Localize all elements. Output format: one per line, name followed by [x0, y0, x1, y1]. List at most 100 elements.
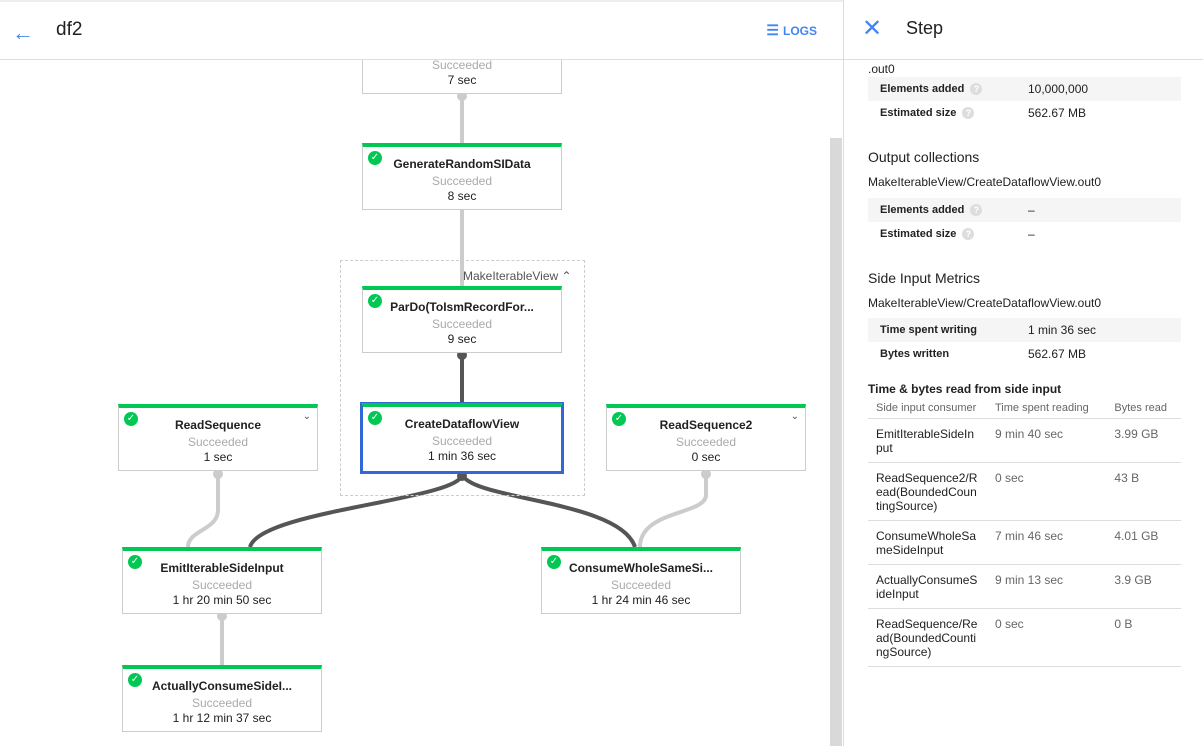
node-status: Succeeded	[431, 174, 493, 188]
node-status: Succeeded	[675, 435, 737, 449]
help-icon[interactable]: ?	[970, 83, 983, 96]
metric-row: Elements added? 10,000,000	[868, 77, 1181, 101]
edge	[248, 473, 464, 548]
node-name: EmitIterableSideInput	[160, 561, 284, 575]
node-time: 1 hr 20 min 50 sec	[172, 593, 272, 607]
node-name: GenerateRandomSIData	[393, 157, 531, 171]
node-name: ParDo(ToIsmRecordFor...	[390, 300, 534, 314]
metric-value: –	[1028, 203, 1035, 217]
metric-value: 1 min 36 sec	[1028, 323, 1097, 337]
table-cell: ReadSequence/Read(BoundedCountingSource)	[868, 608, 987, 667]
table-row: ReadSequence/Read(BoundedCountingSource)…	[868, 608, 1181, 667]
table-cell: ConsumeWholeSameSideInput	[868, 520, 987, 565]
top-bar: ← df2 ☰LOGS	[0, 0, 843, 60]
node-status: Succeeded	[431, 317, 493, 331]
check-icon: ✓	[547, 555, 561, 569]
chevron-up-icon: ⌃	[561, 269, 572, 283]
output-collection-name: MakeIterableView/CreateDataflowView.out0	[868, 175, 1102, 189]
table-cell: 0 B	[1106, 608, 1181, 667]
input-collection-name: .out0	[868, 62, 895, 76]
table-cell: 7 min 46 sec	[987, 520, 1107, 565]
step-panel: ✕ Step .out0 Elements added? 10,000,000 E…	[843, 0, 1203, 746]
side-input-read-table: Side input consumer Time spent reading B…	[868, 398, 1181, 667]
column-header: Side input consumer	[868, 398, 987, 419]
help-icon[interactable]: ?	[962, 228, 975, 241]
metric-value: 10,000,000	[1028, 82, 1089, 96]
check-icon: ✓	[612, 412, 626, 426]
close-icon[interactable]: ✕	[862, 15, 883, 42]
table-cell: 3.99 GB	[1106, 418, 1181, 463]
table-cell: 0 sec	[987, 462, 1107, 521]
side-input-name: MakeIterableView/CreateDataflowView.out0	[868, 296, 1102, 310]
group-label-text: MakeIterableView	[463, 269, 559, 283]
edge	[460, 472, 637, 548]
table-title: Time & bytes read from side input	[868, 382, 1062, 396]
node-name: ReadSequence2	[659, 418, 753, 432]
edge	[186, 471, 220, 548]
column-header: Time spent reading	[987, 398, 1107, 419]
check-icon: ✓	[368, 411, 382, 425]
job-title: df2	[56, 19, 83, 40]
node-status: Succeeded	[431, 58, 493, 72]
metric-row: Time spent writing 1 min 36 sec	[868, 318, 1181, 342]
section-title: Side Input Metrics	[868, 270, 981, 286]
chevron-down-icon[interactable]: ⌄	[790, 411, 799, 422]
node-name: ActuallyConsumeSideI...	[151, 679, 293, 693]
table-cell: 43 B	[1106, 462, 1181, 521]
chevron-down-icon[interactable]: ⌄	[302, 411, 311, 422]
node-name: CreateDataflowView	[404, 417, 520, 431]
metric-value: 562.67 MB	[1028, 106, 1087, 120]
metric-label: Elements added	[880, 203, 965, 216]
panel-header: ✕ Step	[844, 0, 1203, 60]
node-status: Succeeded	[610, 578, 672, 592]
help-icon[interactable]: ?	[962, 107, 975, 120]
group-makeiterableview	[340, 260, 585, 496]
node-status: Succeeded	[191, 696, 253, 710]
node-status: Succeeded	[187, 435, 249, 449]
scrollbar[interactable]	[830, 138, 842, 746]
node-time: 7 sec	[447, 73, 477, 87]
node-time: 1 min 36 sec	[427, 449, 497, 463]
node-name: ReadSequence	[174, 418, 262, 432]
table-row: ReadSequence2/Read(BoundedCountingSource…	[868, 462, 1181, 521]
help-icon[interactable]: ?	[970, 204, 983, 217]
logs-button[interactable]: ☰LOGS	[766, 22, 817, 39]
metric-label: Estimated size	[880, 227, 957, 240]
check-icon: ✓	[128, 555, 142, 569]
table-cell: EmitIterableSideInput	[868, 418, 987, 463]
table-cell: 4.01 GB	[1106, 520, 1181, 565]
edge	[638, 471, 708, 548]
edge-port	[213, 469, 223, 479]
list-icon: ☰	[766, 22, 779, 38]
arrow-left-icon[interactable]: ←	[12, 20, 34, 45]
table-cell: ReadSequence2/Read(BoundedCountingSource…	[868, 462, 987, 521]
check-icon: ✓	[368, 294, 382, 308]
group-label[interactable]: MakeIterableView ⌃	[463, 269, 572, 283]
metric-value: 562.67 MB	[1028, 347, 1087, 361]
check-icon: ✓	[368, 151, 382, 165]
metric-label: Estimated size	[880, 106, 957, 119]
metric-row: Estimated size?–	[868, 222, 1181, 246]
graph-edges	[186, 91, 711, 665]
check-icon: ✓	[124, 412, 138, 426]
table-cell: 0 sec	[987, 608, 1107, 667]
node-name: ConsumeWholeSameSi...	[568, 561, 714, 575]
edge-port	[701, 469, 711, 479]
edge-port	[457, 471, 467, 481]
metric-label: Elements added	[880, 82, 965, 95]
logs-label: LOGS	[782, 23, 817, 38]
node-status: Succeeded	[431, 434, 493, 448]
section-title: Output collections	[868, 149, 980, 165]
metric-label: Time spent writing	[880, 324, 977, 336]
